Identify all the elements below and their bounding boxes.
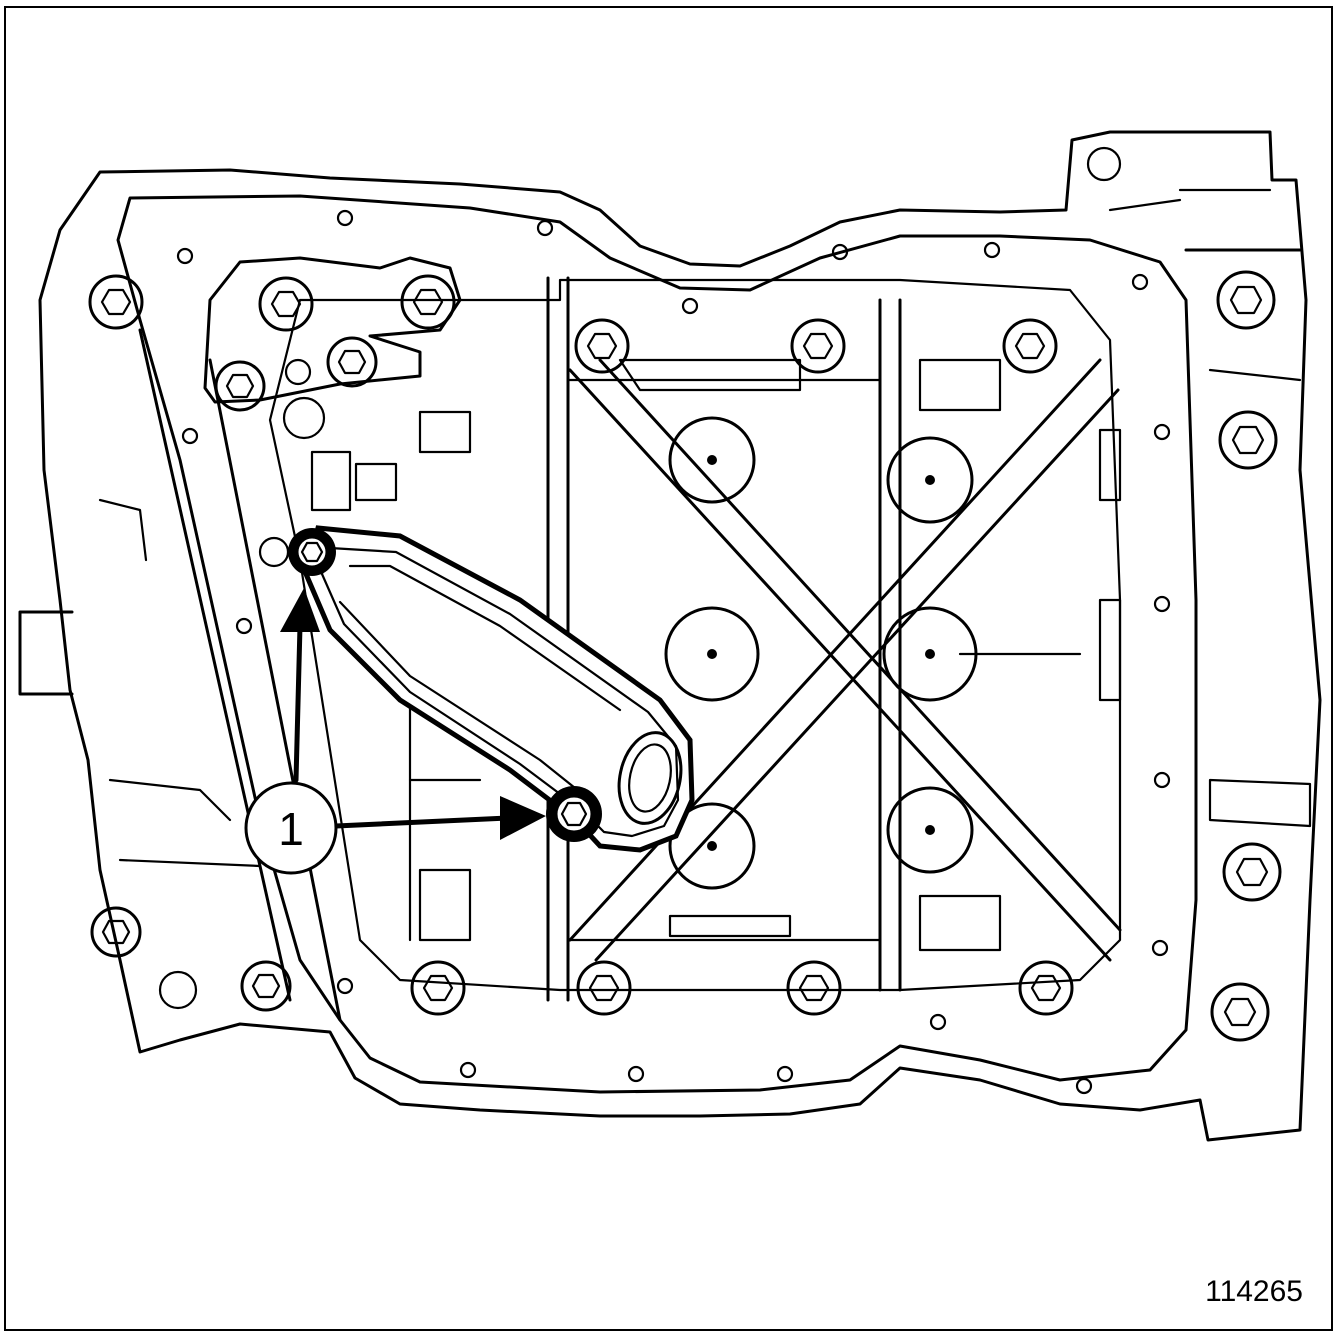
x-brace: [568, 358, 1122, 962]
bolt: [214, 360, 266, 412]
bolt: [326, 336, 378, 388]
bolt: [574, 318, 630, 374]
locating-dowel: [258, 536, 290, 568]
right-flange: [1108, 188, 1312, 828]
bolt: [1222, 842, 1282, 902]
callout-balloon: 1: [244, 781, 338, 875]
bolt: [786, 960, 842, 1016]
bolt: [240, 960, 292, 1012]
bolt: [1210, 982, 1270, 1042]
pump-fixing-bolt-lower: [546, 786, 602, 842]
oil-pickup-strainer: [303, 525, 695, 853]
bearing-bosses: [618, 358, 1082, 952]
crankshaft-stub: [18, 610, 74, 696]
bolt: [576, 960, 632, 1016]
bolt: [258, 276, 314, 332]
figure-number: 114265: [1205, 1275, 1303, 1308]
bolt: [1002, 318, 1058, 374]
bolt: [410, 960, 466, 1016]
bolt: [1216, 270, 1276, 330]
bolt: [790, 318, 846, 374]
bolt: [1218, 410, 1278, 470]
cylinder-block-outline: [38, 130, 1322, 1142]
bolt: [1018, 960, 1074, 1016]
ribs: [546, 276, 902, 1002]
bolt: [88, 274, 144, 330]
callout-arrows: [280, 588, 546, 840]
pump-fixing-bolt-upper: [288, 528, 336, 576]
crankcase-opening: [268, 278, 1122, 992]
gasket-holes: [158, 146, 1171, 1095]
left-strap: [98, 328, 342, 1022]
callout-label: 1: [278, 803, 304, 855]
bolt: [90, 906, 142, 958]
bolt: [400, 274, 456, 330]
bolt-heads: [88, 270, 1282, 1042]
